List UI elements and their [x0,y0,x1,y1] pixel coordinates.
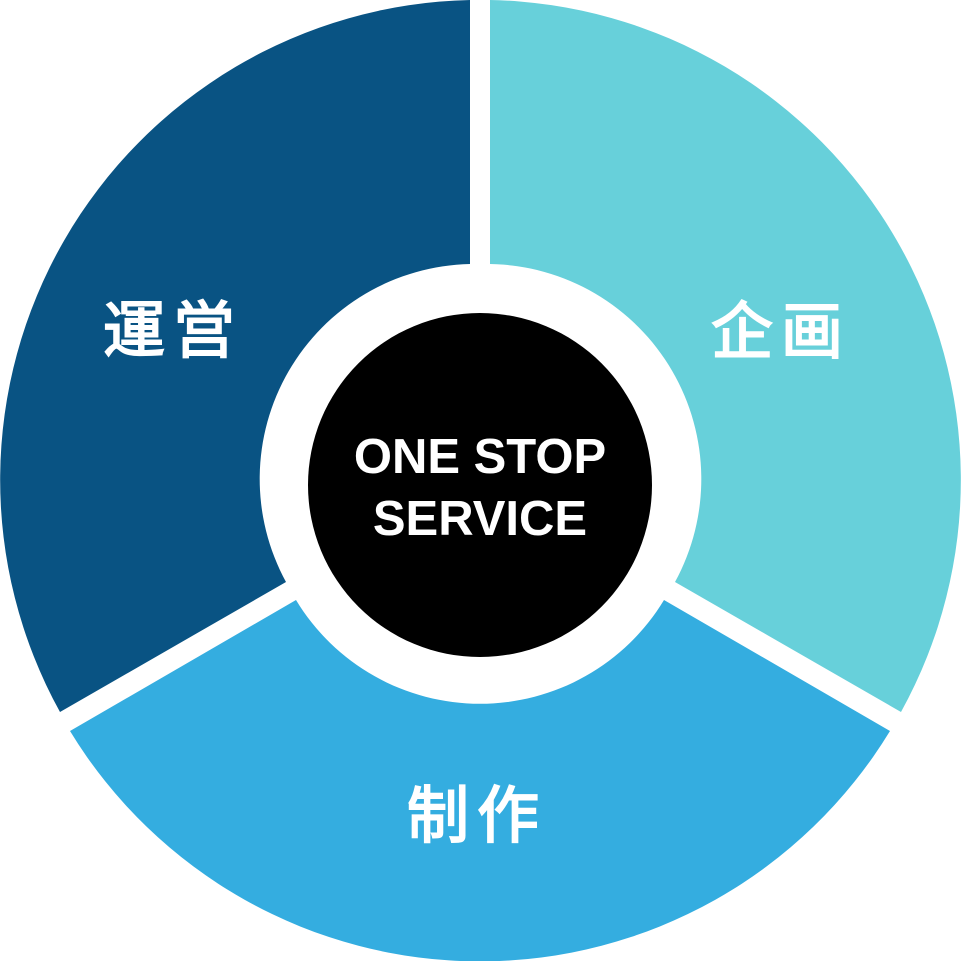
segment-label-operation: 運営 [103,294,243,367]
center-title-line1: ONE STOP [354,430,606,484]
segment-label-planning: 企画 [711,295,851,368]
center-title-line2: SERVICE [373,492,587,546]
center-circle [308,313,652,657]
segment-production [70,600,890,961]
segment-label-production: 制作 [407,779,547,852]
segment-planning [490,0,961,712]
segment-operation [0,0,471,712]
